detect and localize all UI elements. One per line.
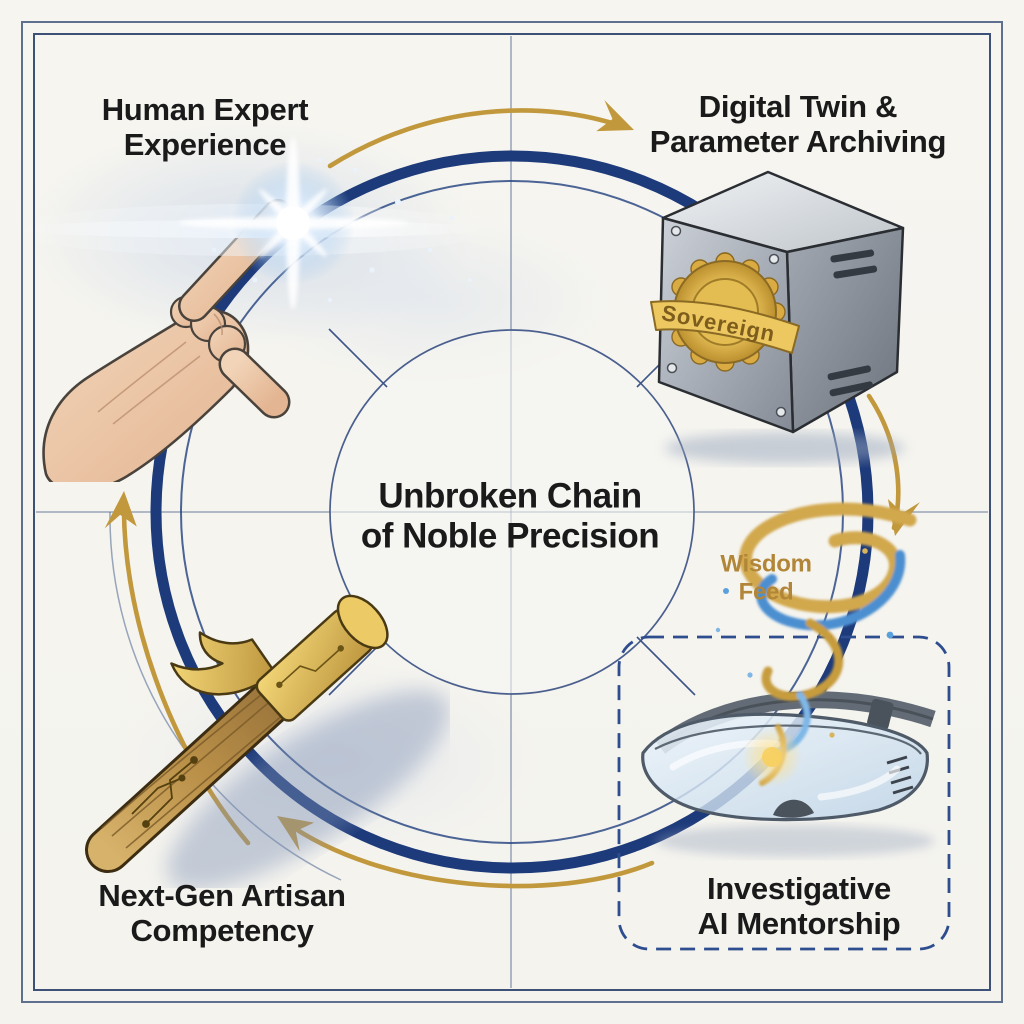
circuit-hammer-icon xyxy=(85,594,450,888)
sovereign-seal-icon: Sovereign xyxy=(650,252,800,372)
arrow-top-icon xyxy=(327,108,627,169)
node-label-line: Investigative xyxy=(707,870,891,906)
wisdom-feed-line: Feed xyxy=(738,578,794,605)
node-label-line: Experience xyxy=(123,127,287,162)
center-title-line: of Noble Precision xyxy=(360,516,660,555)
sparkles xyxy=(212,158,472,303)
node-label-line: Human Expert xyxy=(101,91,309,127)
swirl-sparkles xyxy=(715,548,894,738)
wisdom-swirl-icon xyxy=(715,502,917,787)
light-burst-icon xyxy=(10,137,490,309)
hammer-face xyxy=(336,594,389,650)
center-title: Unbroken Chain of Noble Precision xyxy=(360,476,660,555)
hammer-shadow xyxy=(166,690,450,888)
node-label-ai-mentorship: Investigative AI Mentorship xyxy=(698,871,901,941)
arrow-bottom-icon xyxy=(281,818,655,889)
nose-notch xyxy=(773,799,814,818)
outer-frame xyxy=(21,21,1003,1003)
pointing-hand-icon xyxy=(42,199,294,482)
circuit-traces xyxy=(131,756,198,828)
node-label-digital-twin: Digital Twin & Parameter Archiving xyxy=(649,88,947,159)
center-title-line: Unbroken Chain xyxy=(378,476,642,516)
server-box-icon: Sovereign xyxy=(650,170,905,464)
hammer-claw xyxy=(170,631,276,696)
strap-buckle xyxy=(867,698,894,730)
ai-mentorship-dashed-region xyxy=(617,635,951,951)
vent-slots xyxy=(827,249,878,397)
node-label-human-expert: Human Expert Experience xyxy=(102,92,309,162)
node-label-line: Digital Twin & xyxy=(698,88,898,124)
wisdom-feed-line: Wisdom xyxy=(720,550,812,578)
node-label-line: AI Mentorship xyxy=(697,906,901,941)
node-label-artisan: Next-Gen Artisan Competency xyxy=(98,877,346,948)
node-label-line: Parameter Archiving xyxy=(649,124,947,159)
inner-frame xyxy=(33,33,991,991)
wisdom-feed-label: Wisdom Feed xyxy=(720,550,812,605)
node-label-line: Next-Gen Artisan xyxy=(98,877,346,913)
screws xyxy=(666,225,787,418)
wood-grain xyxy=(101,693,285,849)
center-circle xyxy=(329,329,695,695)
node-label-line: Competency xyxy=(130,913,314,948)
